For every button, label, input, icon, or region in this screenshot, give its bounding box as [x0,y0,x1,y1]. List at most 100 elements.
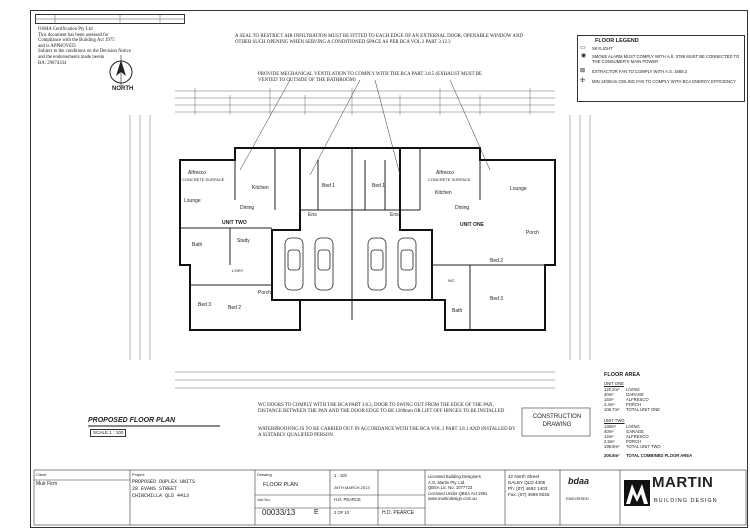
room-dining-right: Dining [455,205,470,211]
legend-item: SMOKE ALARM MUST COMPLY WITH A.S. 3786 M… [592,54,740,64]
drawn-signature: H.D. PEARCE [382,510,414,516]
area-name: LIVING [626,424,640,429]
area-value: 14m² [604,434,614,439]
stamp-line: OSMA Certification Pty Ltd [38,27,93,32]
stamp-line: BA: 29074334 [38,60,67,66]
room-bed1-right: Bed 1 [372,183,386,189]
room-ens-right: Ens [390,212,399,218]
drawing-value: FLOOR PLAN [263,482,298,488]
unit-two-label: UNIT TWO [604,418,625,423]
room-bed3-right: Bed 3 [490,296,504,302]
area-value: 106.7m² [604,407,620,412]
area-value: 135m² [604,424,616,429]
note-ventilation: PROVIDE MECHANICAL VENTILATION TO COMPLY… [258,72,483,83]
project-label: Project [132,472,145,477]
area-value: 40m² [604,429,614,434]
area-name: ALFRESCO [626,397,649,402]
room-concrete-right: CONCRETE SURFACE [428,177,471,182]
designer-address: 42 North Street DALBY QLD 4405 Ph: (07) … [508,474,550,497]
job-no-value: 00033/13 [262,508,296,517]
room-bath-right: Bath [452,308,463,314]
room-lounge-left: Lounge [184,198,201,204]
room-porch-left: Porch [258,290,272,296]
brand-name: MARTIN [652,474,714,491]
legend-title: FLOOR LEGEND [595,38,639,44]
note-wc-doors: WC DOORS TO COMPLY WITH THE BCA PART 3.8… [258,403,505,414]
brand-subtitle: BUILDING DESIGN [654,498,718,504]
designer-details: Licensed Building Designers A.G. Martin … [428,474,488,501]
unit-one-label: UNIT ONE [604,381,624,386]
area-name: PORCH [626,439,642,444]
area-name: TOTAL UNIT ONE [626,407,661,412]
construction-drawing-label: CONSTRUCTION DRAWING [532,414,582,428]
room-study: Study [237,238,250,244]
plan-scale: SCALE 1 : 100 [90,429,127,437]
floor-area-title: FLOOR AREA [604,372,641,378]
stamp-line: and is APPROVED [38,43,76,49]
room-bed2-right: Bed 2 [490,258,504,264]
room-porch-right: Porch [526,230,540,236]
stamp-line: and the endorsements made herein [38,54,105,60]
label-unit-two: UNIT TWO [222,220,247,226]
room-kitchen: Kitchen [252,185,269,191]
stamp-line: Compliance with the Building Act 1975 [38,38,115,44]
note-waterproofing: WATERPROOFING IS TO BE CARRIED OUT IN AC… [258,427,516,438]
room-bed1-left: Bed 1 [322,183,336,189]
revision-value: E [314,509,319,516]
area-value: 205.8m² [604,453,620,458]
date-value: 28TH MARCH 2013 [334,485,370,490]
area-value: 40m² [604,392,614,397]
room-alfresco-left: Alfresco [188,170,207,176]
room-concrete-left: CONCRETE SURFACE [182,177,225,182]
legend-item: MIN 1400mm CEILING FAN TO COMPLY WITH BC… [592,79,736,84]
stamp-line: Subject to the conditions on the Decisio… [38,49,131,55]
area-value: 2.4m² [604,402,615,407]
client-value: Muir Firm [36,481,58,487]
area-name: TOTAL COMBINED FLOOR AREA [626,453,693,458]
label-unit-one: UNIT ONE [460,222,484,228]
endorsed-label: ENDORSED [566,496,589,501]
project-value: PROPOSED DUPLEX UNITS 28 EVANS STREET CH… [132,479,196,499]
room-kitchen-right: Kitchen [435,190,452,196]
area-value: 2.5m² [604,439,615,444]
room-ens-left: Ens [308,212,317,218]
drawing-label: Drawing [257,472,272,477]
client-label: Client [36,472,47,477]
area-name: GARAGE [626,429,644,434]
stamp-line: This document has been assessed for [38,32,109,38]
room-dining-left: Dining [240,205,255,211]
drawn-value: H.D. PEARCE [334,497,361,502]
area-name: LIVING [626,387,640,392]
area-name: PORCH [626,402,642,407]
job-no-label: Job No. [257,497,271,502]
ceiling-fan-icon: ✣ [580,78,586,84]
room-wc: WC [448,278,455,283]
sheet-value: 2 OF 10 [334,510,350,515]
bdaa-logo: bdaa [568,476,590,486]
scale-value: 1 : 100 [334,473,347,478]
note-air-seal: A SEAL TO RESTRICT AIR INFILTRATION MUST… [235,34,523,45]
drawing-sheet [30,10,748,528]
room-bed2-left: Bed 2 [228,305,242,311]
room-alfresco-right: Alfresco [436,170,455,176]
council-approval-stamp: OSMA Certification Pty Ltd This document… [38,27,168,66]
smoke-alarm-icon: ◉ [581,53,587,59]
legend-item: SKYLIGHT [592,46,613,51]
area-value: 198.9m² [604,444,620,449]
area-name: ALFRESCO [626,434,649,439]
room-lounge-right: Lounge [510,186,527,192]
area-value: 14m² [604,397,614,402]
legend-frame [577,35,745,102]
car-icons [284,237,417,291]
area-value: 120.2m² [604,387,620,392]
skylight-icon: ▭ [580,45,586,51]
area-name: GARAGE [626,392,644,397]
legend-item: EXTRACTOR FAN TO COMPLY WITH A.S. 1668.2 [592,69,688,74]
room-laundry: L'DRY [232,268,244,273]
north-label: NORTH [112,86,134,92]
